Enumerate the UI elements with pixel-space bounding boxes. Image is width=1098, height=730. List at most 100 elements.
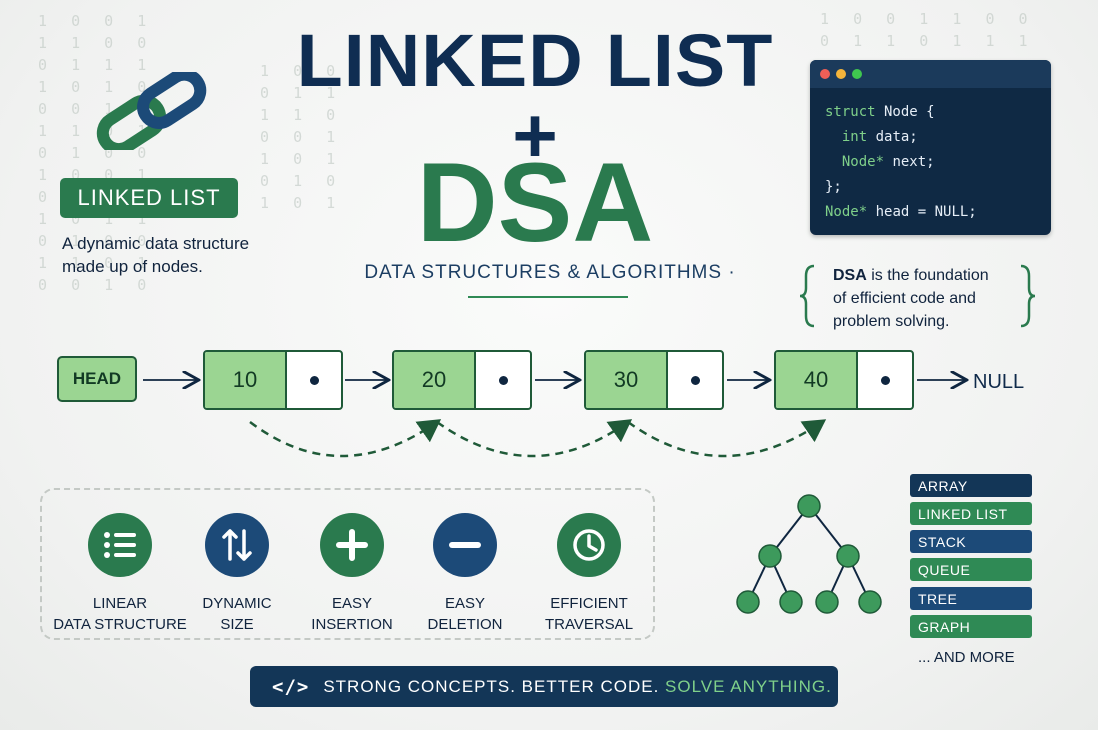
feature-label-line-2: INSERTION bbox=[311, 616, 393, 633]
node-value: 10 bbox=[205, 352, 287, 408]
note-line-3: problem solving. bbox=[833, 313, 950, 330]
banner-text: STRONG CONCEPTS. BETTER CODE. SOLVE ANYT… bbox=[323, 677, 832, 697]
topic-tag-tree: TREE bbox=[910, 587, 1032, 610]
node-next-pointer bbox=[476, 352, 530, 408]
code-line: Node* head = NULL; bbox=[825, 200, 1051, 225]
subtitle-underline bbox=[468, 296, 628, 298]
topic-tag-stack: STACK bbox=[910, 530, 1032, 553]
dashed-link-1-2 bbox=[249, 419, 442, 458]
list-node-4: 40 bbox=[774, 350, 914, 410]
feature-easy-insertion: EASY INSERTION bbox=[282, 513, 422, 635]
feature-label: LINEAR DATA STRUCTURE bbox=[50, 593, 190, 635]
node-next-pointer bbox=[668, 352, 722, 408]
note-line-1: is the foundation bbox=[866, 267, 989, 284]
features-panel: LINEAR DATA STRUCTURE DYNAMIC SIZE EASY … bbox=[40, 488, 655, 640]
slogan-banner: </> STRONG CONCEPTS. BETTER CODE. SOLVE … bbox=[250, 666, 838, 707]
node-value: 20 bbox=[394, 352, 476, 408]
feature-label-line-1: LINEAR bbox=[92, 595, 148, 612]
node-value: 30 bbox=[586, 352, 668, 408]
maximize-dot-icon bbox=[852, 69, 862, 79]
feature-label: DYNAMIC SIZE bbox=[167, 593, 307, 635]
list-icon bbox=[88, 513, 152, 577]
note-bold: DSA bbox=[833, 267, 867, 284]
code-keyword: Node* bbox=[825, 204, 868, 220]
feature-label-line-1: EFFICIENT bbox=[550, 595, 628, 612]
code-window-titlebar bbox=[810, 60, 1051, 88]
topic-tag-array: ARRAY bbox=[910, 474, 1032, 497]
description-line-2: made up of nodes. bbox=[62, 257, 203, 276]
feature-linear: LINEAR DATA STRUCTURE bbox=[50, 513, 190, 635]
linked-list-description: A dynamic data structure made up of node… bbox=[62, 232, 292, 278]
and-more-label: ... AND MORE bbox=[918, 649, 1015, 666]
plus-icon bbox=[320, 513, 384, 577]
feature-efficient-traversal: EFFICIENT TRAVERSAL bbox=[519, 513, 659, 635]
note-line-2: of efficient code and bbox=[833, 290, 976, 307]
banner-main-text: STRONG CONCEPTS. BETTER CODE. bbox=[323, 676, 660, 696]
feature-label-line-1: EASY bbox=[331, 595, 373, 612]
pointer-dot-icon bbox=[690, 375, 700, 385]
pointer-dot-icon bbox=[880, 375, 890, 385]
topic-tag-graph: GRAPH bbox=[910, 615, 1032, 638]
code-keyword: struct bbox=[825, 104, 876, 120]
head-pointer: HEAD bbox=[57, 356, 137, 402]
resize-arrows-icon bbox=[205, 513, 269, 577]
description-line-1: A dynamic data structure bbox=[62, 234, 250, 253]
code-text: }; bbox=[825, 179, 842, 195]
list-node-3: 30 bbox=[584, 350, 724, 410]
feature-label-line-2: SIZE bbox=[220, 616, 254, 633]
linked-list-badge: LINKED LIST bbox=[60, 178, 238, 218]
dashed-link-3-4 bbox=[627, 419, 827, 458]
code-brackets-icon: </> bbox=[272, 675, 310, 698]
code-line: int data; bbox=[825, 125, 1051, 150]
pointer-dot-icon bbox=[498, 375, 508, 385]
code-text: next; bbox=[884, 154, 935, 170]
pointer-dot-icon bbox=[309, 375, 319, 385]
code-line: Node* next; bbox=[825, 150, 1051, 175]
subtitle: DATA STRUCTURES & ALGORITHMS · bbox=[364, 262, 736, 283]
feature-label-line-2: TRAVERSAL bbox=[544, 616, 634, 633]
code-line: struct Node { bbox=[825, 100, 1051, 125]
node-next-pointer bbox=[858, 352, 912, 408]
feature-label-line-1: EASY bbox=[444, 595, 486, 612]
banner-highlight-text: SOLVE ANYTHING. bbox=[665, 676, 832, 696]
chain-link-icon bbox=[96, 72, 207, 150]
minus-icon bbox=[433, 513, 497, 577]
linked-list-arrows bbox=[143, 340, 1098, 458]
curly-brace-icon bbox=[800, 264, 1035, 328]
feature-label: EASY INSERTION bbox=[282, 593, 422, 635]
code-keyword: Node* bbox=[825, 154, 885, 170]
feature-label: EASY DELETION bbox=[395, 593, 535, 635]
list-node-2: 20 bbox=[392, 350, 532, 410]
node-next-pointer bbox=[287, 352, 341, 408]
topic-tag-queue: QUEUE bbox=[910, 558, 1032, 581]
main-title-linked-list: LINKED LIST bbox=[296, 19, 774, 102]
close-dot-icon bbox=[820, 69, 830, 79]
list-node-1: 10 bbox=[203, 350, 343, 410]
node-value: 40 bbox=[776, 352, 858, 408]
topic-tag-linked-list: LINKED LIST bbox=[910, 502, 1032, 525]
feature-label-line-2: DATA STRUCTURE bbox=[53, 616, 187, 633]
code-line: }; bbox=[825, 175, 1051, 200]
feature-label: EFFICIENT TRAVERSAL bbox=[519, 593, 659, 635]
tree-diagram-icon bbox=[736, 494, 882, 614]
binary-pattern-center: 1 0 0 0 1 1 1 1 0 0 0 1 1 0 1 0 1 0 1 0 … bbox=[260, 62, 338, 212]
feature-label-line-1: DYNAMIC bbox=[202, 595, 272, 612]
code-keyword: int bbox=[825, 129, 868, 145]
main-title-dsa: DSA bbox=[416, 140, 654, 265]
code-text: head = NULL; bbox=[867, 204, 977, 220]
clock-icon bbox=[557, 513, 621, 577]
note-text: DSA is the foundation of efficient code … bbox=[833, 264, 1023, 333]
dsa-note: DSA is the foundation of efficient code … bbox=[800, 262, 1035, 330]
dashed-link-2-3 bbox=[436, 419, 633, 458]
title-plus-sign: + bbox=[512, 91, 558, 179]
minimize-dot-icon bbox=[836, 69, 846, 79]
binary-pattern-right: 1 0 0 1 1 0 0 0 1 1 0 1 1 1 bbox=[820, 10, 1030, 50]
code-window: struct Node { int data; Node* next;}; Nod… bbox=[810, 60, 1051, 235]
code-text: Node { bbox=[875, 104, 935, 120]
feature-label-line-2: DELETION bbox=[427, 616, 503, 633]
code-body: struct Node { int data; Node* next;}; Nod… bbox=[810, 88, 1051, 225]
null-terminator: NULL bbox=[973, 371, 1025, 393]
feature-dynamic-size: DYNAMIC SIZE bbox=[167, 513, 307, 635]
feature-easy-deletion: EASY DELETION bbox=[395, 513, 535, 635]
code-text: data; bbox=[867, 129, 918, 145]
